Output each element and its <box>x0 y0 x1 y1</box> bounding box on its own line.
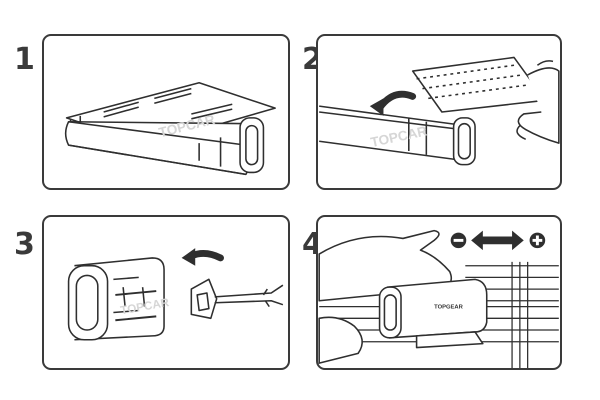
step-number-1: 1 <box>14 42 35 77</box>
clip-front-view <box>67 257 165 341</box>
clip-side-view: TOPCAR <box>64 81 276 176</box>
hand-icon <box>318 229 453 364</box>
step-4-panel: TOPGEAR <box>316 215 562 370</box>
step-1-panel: TOPCAR <box>42 34 290 190</box>
vent-clip <box>190 278 284 320</box>
hand-icon <box>516 60 560 144</box>
step-2-panel: TOPCAR <box>316 34 562 190</box>
insert-arrow <box>181 248 224 266</box>
insert-arrow <box>369 90 417 116</box>
step-number-3: 3 <box>14 227 35 262</box>
step-3-panel: TOPCAR <box>42 215 290 370</box>
minus-icon <box>450 232 467 249</box>
scent-card <box>411 56 546 113</box>
double-arrow-icon <box>471 230 524 251</box>
plus-icon <box>529 232 546 249</box>
product-brand: TOPGEAR <box>434 305 464 311</box>
